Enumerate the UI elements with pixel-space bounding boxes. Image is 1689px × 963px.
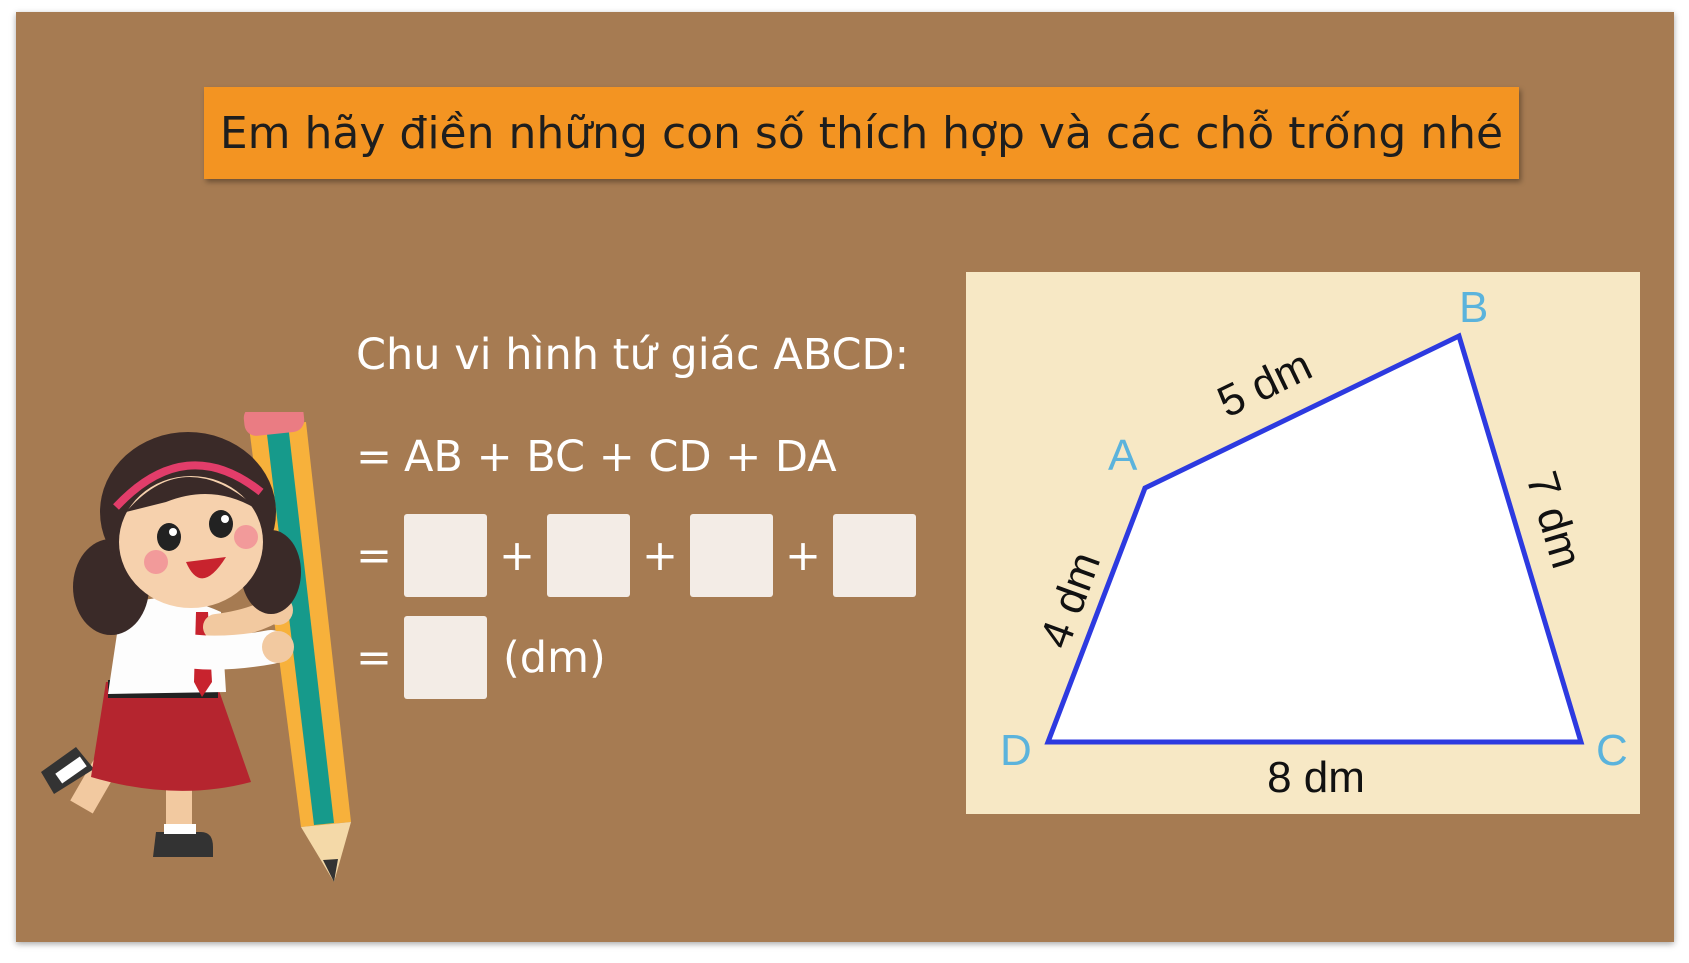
vertex-label-c: C	[1596, 726, 1628, 775]
plus-sign: +	[498, 530, 536, 581]
answer-box-cd[interactable]	[690, 514, 773, 597]
answer-box-bc[interactable]	[547, 514, 630, 597]
perimeter-heading: Chu vi hình tứ giác ABCD:	[356, 330, 909, 380]
quadrilateral-diagram: A B C D 5 dm 7 dm 8 dm 4 dm	[1000, 283, 1628, 802]
formula-expression: AB + BC + CD + DA	[404, 432, 837, 482]
girl-with-pencil-illustration	[41, 412, 351, 882]
slide: Em hãy điền những con số thích hợp và cá…	[16, 12, 1674, 942]
title-banner: Em hãy điền những con số thích hợp và cá…	[204, 87, 1519, 179]
unit-label: (dm)	[503, 632, 606, 683]
plus-sign: +	[784, 530, 822, 581]
quadrilateral-abcd	[1044, 332, 1585, 745]
equals-sign: =	[356, 632, 393, 683]
vertex-label-a: A	[1108, 431, 1138, 480]
side-label-cd: 8 dm	[1267, 753, 1365, 802]
equals-sign: =	[356, 530, 393, 581]
answer-box-ab[interactable]	[404, 514, 487, 597]
result-line: = (dm)	[356, 616, 606, 699]
heading-text: Chu vi hình tứ giác ABCD:	[356, 330, 910, 380]
vertex-label-d: D	[1000, 726, 1032, 775]
title-text: Em hãy điền những con số thích hợp và cá…	[219, 107, 1504, 159]
answer-box-total[interactable]	[404, 616, 487, 699]
vertex-label-b: B	[1459, 283, 1488, 332]
quadrilateral-figure: A B C D 5 dm 7 dm 8 dm 4 dm	[966, 272, 1640, 814]
answer-box-da[interactable]	[833, 514, 916, 597]
formula-line: = AB + BC + CD + DA	[356, 432, 837, 482]
equals-sign: =	[356, 432, 393, 482]
sum-line: = + + +	[356, 514, 916, 597]
plus-sign: +	[641, 530, 679, 581]
